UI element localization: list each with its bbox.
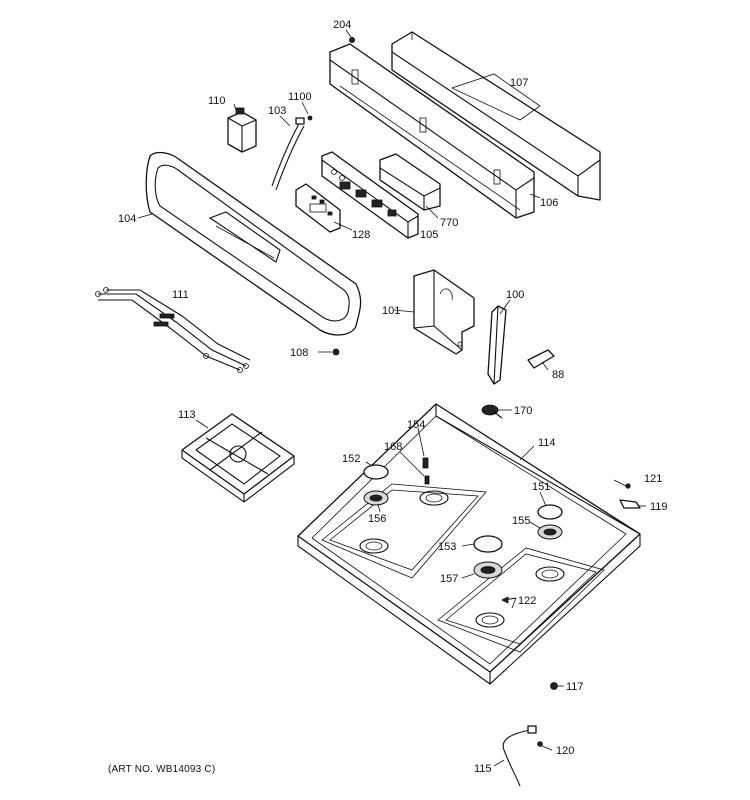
label-157: 157 — [440, 573, 458, 585]
label-108: 108 — [290, 347, 308, 359]
part-157-burner-head[interactable] — [473, 561, 503, 579]
part-168-igniter[interactable] — [424, 475, 430, 485]
label-168: 168 — [384, 441, 402, 453]
label-155: 155 — [512, 515, 530, 527]
part-154-igniter[interactable] — [422, 457, 429, 469]
label-122: 122 — [518, 595, 536, 607]
label-100: 100 — [506, 289, 524, 301]
label-110: 110 — [208, 95, 226, 107]
label-151: 151 — [532, 481, 550, 493]
part-128-overlay[interactable] — [295, 183, 341, 233]
label-119: 119 — [650, 501, 668, 513]
label-156: 156 — [368, 513, 386, 525]
label-204: 204 — [333, 19, 351, 31]
art-number: (ART NO. WB14093 C) — [108, 764, 216, 775]
part-111-wire-harness[interactable] — [95, 287, 251, 373]
label-107: 107 — [510, 77, 528, 89]
label-121: 121 — [644, 473, 662, 485]
part-113-grate[interactable] — [181, 413, 295, 503]
part-122-marker[interactable] — [501, 596, 517, 604]
part-88-clip[interactable] — [527, 349, 555, 369]
label-105: 105 — [420, 229, 438, 241]
part-151-burner-cap[interactable] — [537, 504, 563, 520]
part-170-screw[interactable] — [481, 404, 503, 419]
part-100-bracket[interactable] — [487, 305, 507, 385]
part-156-burner-head[interactable] — [363, 490, 389, 506]
part-110-switch[interactable] — [227, 107, 257, 153]
label-117: 117 — [566, 681, 584, 693]
label-104: 104 — [118, 213, 136, 225]
part-114-cooktop[interactable] — [297, 403, 641, 685]
part-107-backsplash-cap[interactable] — [391, 31, 601, 201]
part-104-control-panel[interactable] — [145, 151, 362, 336]
part-119-clip[interactable] — [619, 499, 641, 509]
part-204-screw[interactable] — [345, 29, 355, 44]
label-103: 103 — [268, 105, 286, 117]
part-152-burner-cap[interactable] — [363, 464, 389, 480]
part-121-screw[interactable] — [625, 483, 631, 489]
label-154: 154 — [407, 419, 425, 431]
part-101-bracket[interactable] — [413, 269, 475, 355]
label-120: 120 — [556, 745, 574, 757]
label-115: 115 — [474, 763, 492, 775]
part-153-burner-cap[interactable] — [473, 535, 503, 553]
label-1100: 1100 — [288, 91, 312, 103]
label-152: 152 — [342, 453, 360, 465]
part-1100-fastener[interactable] — [307, 115, 313, 121]
part-105-control-board[interactable] — [321, 151, 419, 239]
part-103-harness[interactable] — [271, 117, 305, 191]
label-113: 113 — [178, 409, 196, 421]
part-108-screw[interactable] — [332, 348, 340, 356]
label-111: 111 — [172, 289, 189, 301]
label-128: 128 — [352, 229, 370, 241]
label-106: 106 — [540, 197, 558, 209]
part-155-burner-head[interactable] — [537, 524, 563, 540]
part-115-tube[interactable] — [502, 725, 537, 787]
part-117-nut[interactable] — [550, 682, 558, 690]
part-106-backsplash-panel[interactable] — [329, 43, 535, 219]
label-770: 770 — [440, 217, 458, 229]
label-170: 170 — [514, 405, 532, 417]
label-153: 153 — [438, 541, 456, 553]
label-114: 114 — [538, 437, 556, 449]
part-120-fastener[interactable] — [537, 741, 543, 747]
label-88: 88 — [552, 369, 564, 381]
leader-lines — [137, 101, 646, 767]
label-101: 101 — [382, 305, 400, 317]
part-770-bracket[interactable] — [379, 153, 441, 211]
